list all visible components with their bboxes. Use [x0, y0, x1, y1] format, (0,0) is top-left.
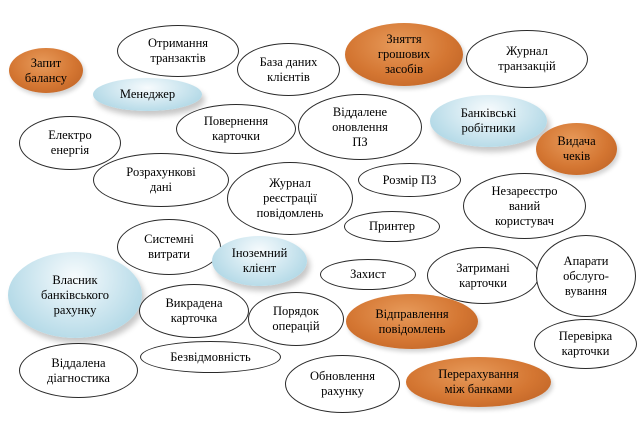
node-onovlennia-rakhunku: Обновлення рахунку — [285, 355, 400, 413]
node-perevirka-kartochky: Перевірка карточки — [534, 319, 637, 369]
node-otrymannia-tranzaktsii: Отримання транзактів — [117, 25, 239, 77]
node-vydacha-chekiv: Видача чеків — [536, 123, 617, 175]
node-bezvidmovnist: Безвідмовність — [140, 341, 281, 373]
node-zhurnal-tranzaktsii: Журнал транзакцій — [466, 30, 588, 88]
node-systemni-vytraty: Системні витрати — [117, 219, 221, 275]
node-baza-danykh-kliientiv: База даних клієнтів — [237, 43, 340, 96]
node-viddalena-diahnostyka: Віддалена діагностика — [19, 343, 138, 398]
node-vlasnyk-bankivskoho-rakhunku: Власник банківського рахунку — [8, 252, 142, 338]
node-zniattia-hroshovykh-zasobiv: Зняття грошових засобів — [345, 23, 463, 86]
node-prynter: Принтер — [344, 211, 440, 242]
node-zhurnal-reiestratsii-povidomlen: Журнал реєстрації повідомлень — [227, 162, 353, 235]
node-zakhyst: Захист — [320, 259, 416, 290]
node-rozmir-pz: Розмір ПЗ — [358, 163, 461, 197]
node-inozemnyi-kliient: Іноземний клієнт — [212, 236, 307, 286]
node-zapyt-balansu: Запит балансу — [9, 48, 83, 93]
node-poriadok-operatsii: Порядок операцій — [248, 292, 344, 346]
node-nezareiestrovanyi-korystuvach: Незареєстро ваний користувач — [463, 173, 586, 239]
node-elektro-enerhiia: Електро енергія — [19, 116, 121, 170]
node-vidpravlennia-povidomlen: Відправлення повідомлень — [346, 294, 478, 349]
node-zatrymani-kartochky: Затримані карточки — [427, 247, 539, 304]
node-povernennia-kartochky: Повернення карточки — [176, 104, 296, 154]
node-vykradena-kartochka: Викрадена карточка — [139, 284, 249, 338]
node-aparaty-obsluhovuvannia: Апарати обслуго- вування — [536, 235, 636, 317]
node-rozrakhunkovi-dani: Розрахункові дані — [93, 153, 229, 207]
node-menedzher: Менеджер — [93, 78, 202, 111]
node-pererakhuvannia-mizh-bankamy: Перерахування між банками — [406, 357, 551, 407]
node-bankivski-robitnyky: Банківські робітники — [430, 95, 547, 147]
node-viddalene-onovlennia-pz: Віддалене оновлення ПЗ — [298, 94, 422, 160]
